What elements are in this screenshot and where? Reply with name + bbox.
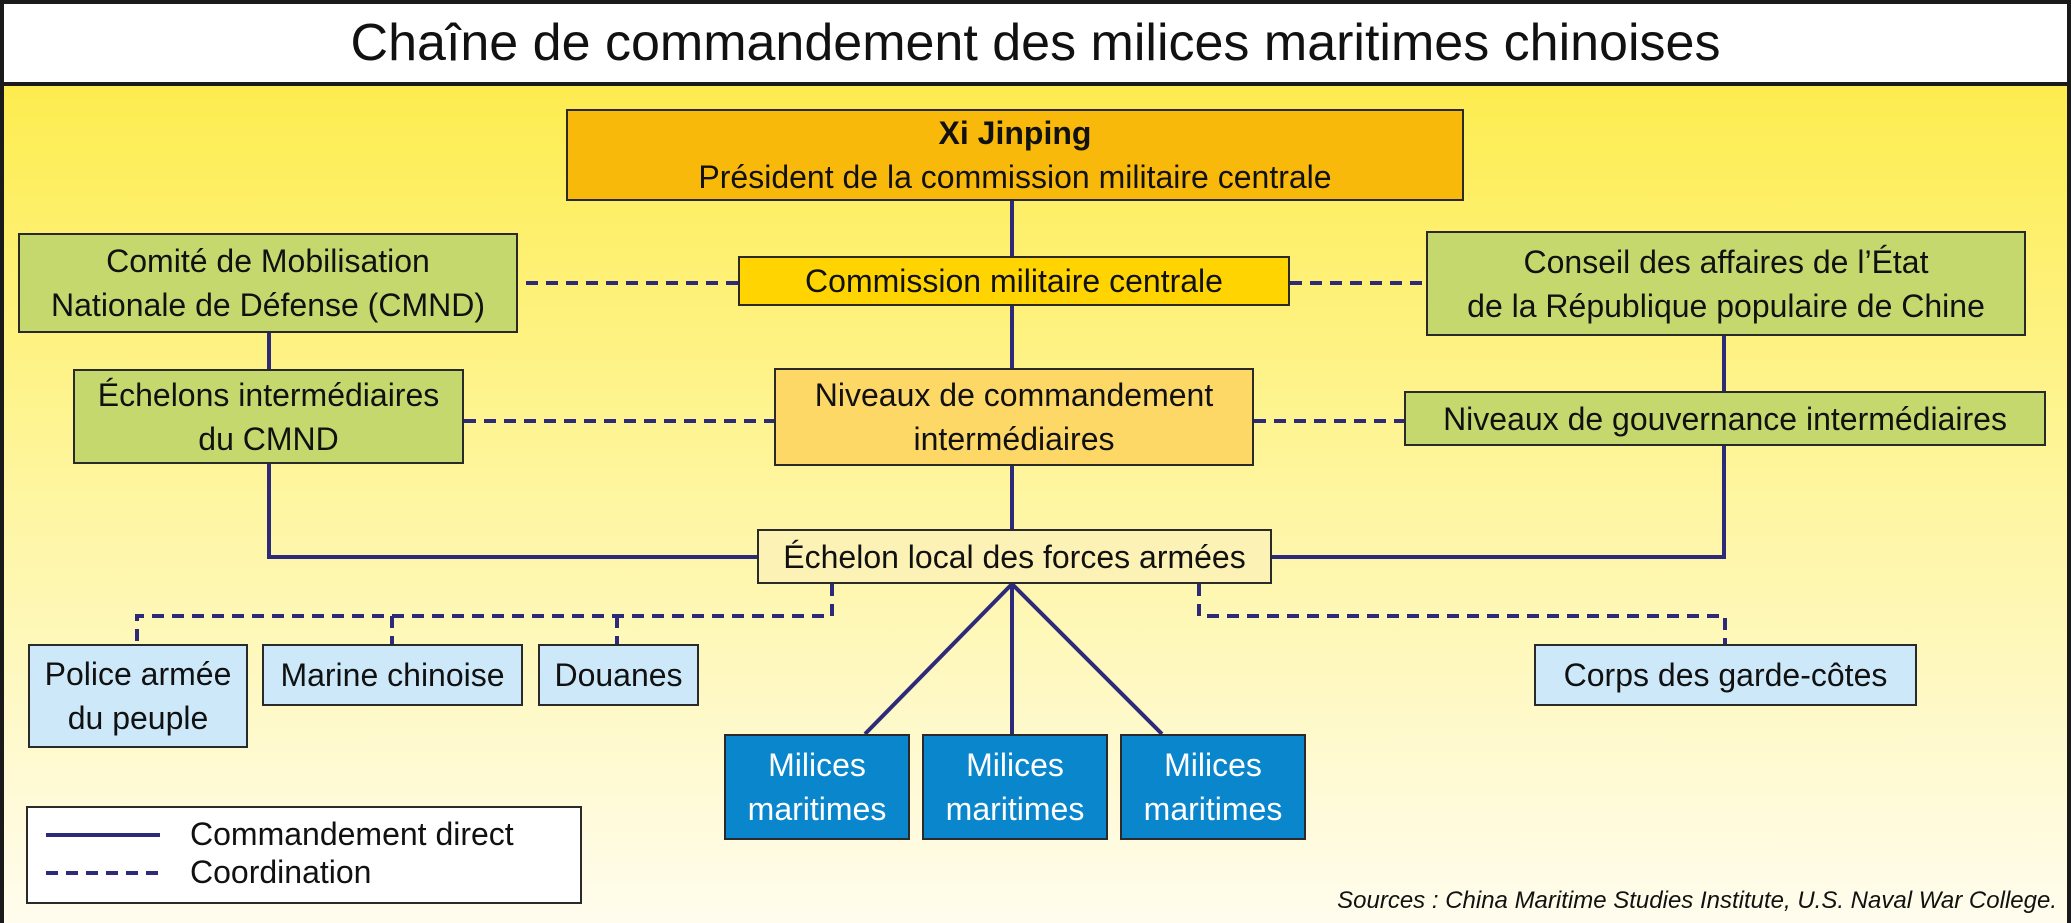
command-levels-line-2: intermédiaires bbox=[913, 421, 1115, 457]
connector-lines bbox=[135, 201, 1727, 736]
cmnd-box: Comité de Mobilisation Nationale de Défe… bbox=[18, 233, 518, 333]
militia-2-line-1: Milices bbox=[966, 747, 1064, 783]
cmc-box: Commission militaire centrale bbox=[738, 256, 1290, 306]
militia-3-line-1: Milices bbox=[1164, 747, 1262, 783]
militia-1-line-2: maritimes bbox=[747, 791, 887, 827]
navy-box: Marine chinoise bbox=[262, 644, 523, 706]
state-council-box: Conseil des affaires de l’État de la Rép… bbox=[1426, 231, 2026, 336]
cmc-label: Commission militaire centrale bbox=[805, 263, 1223, 299]
state-council-line-2: de la République populaire de Chine bbox=[1467, 287, 1985, 324]
link-governance-local bbox=[1272, 446, 1726, 559]
cmnd-line-2: Nationale de Défense (CMND) bbox=[51, 287, 485, 323]
cmnd-intermediate-box: Échelons intermédiaires du CMND bbox=[73, 369, 464, 464]
police-line-2: du peuple bbox=[67, 700, 209, 736]
source-note: Sources : China Maritime Studies Institu… bbox=[1337, 887, 2057, 914]
legend-dashed-line-icon bbox=[46, 870, 160, 875]
command-levels-box: Niveaux de commandement intermédiaires bbox=[774, 368, 1254, 466]
xi-jinping-box: Xi Jinping Président de la commission mi… bbox=[566, 109, 1464, 201]
cmnd-line-1: Comité de Mobilisation bbox=[106, 243, 430, 279]
legend-solid-line-icon bbox=[46, 832, 160, 837]
governance-levels-label: Niveaux de gouvernance intermédiaires bbox=[1443, 400, 2007, 437]
diagram-title: Chaîne de commandement des milices marit… bbox=[350, 14, 1721, 72]
navy-label: Marine chinoise bbox=[280, 657, 505, 693]
legend-direct: Commandement direct bbox=[46, 816, 514, 853]
militia-2-line-2: maritimes bbox=[945, 791, 1085, 827]
local-echelon-label: Échelon local des forces armées bbox=[783, 538, 1246, 575]
militia-1-line-1: Milices bbox=[768, 747, 866, 783]
legend-coordination: Coordination bbox=[46, 854, 371, 891]
legend-coordination-label: Coordination bbox=[190, 854, 372, 890]
customs-label: Douanes bbox=[554, 657, 683, 693]
militia-box-3: Milices maritimes bbox=[1120, 734, 1306, 840]
link-cmnd-intermediate-local bbox=[267, 464, 757, 559]
coast-guard-box: Corps des garde-côtes bbox=[1534, 644, 1917, 706]
legend: Commandement direct Coordination bbox=[26, 806, 582, 904]
xi-role: Président de la commission militaire cen… bbox=[698, 159, 1332, 195]
diagram-canvas: Xi Jinping Président de la commission mi… bbox=[4, 86, 2067, 923]
cmnd-intermediate-line-1: Échelons intermédiaires bbox=[97, 376, 440, 413]
coast-guard-label: Corps des garde-côtes bbox=[1563, 657, 1888, 693]
police-line-1: Police armée bbox=[44, 656, 232, 692]
militia-3-line-2: maritimes bbox=[1143, 791, 1283, 827]
governance-levels-box: Niveaux de gouvernance intermédiaires bbox=[1404, 391, 2046, 446]
militia-box-2: Milices maritimes bbox=[922, 734, 1108, 840]
title-bar: Chaîne de commandement des milices marit… bbox=[4, 4, 2067, 86]
customs-box: Douanes bbox=[538, 644, 699, 706]
xi-name: Xi Jinping bbox=[938, 115, 1092, 151]
legend-direct-label: Commandement direct bbox=[190, 816, 514, 852]
link-local-militia-1 bbox=[863, 582, 1014, 736]
police-box: Police armée du peuple bbox=[28, 644, 248, 748]
command-levels-line-1: Niveaux de commandement bbox=[814, 377, 1214, 413]
local-echelon-box: Échelon local des forces armées bbox=[757, 529, 1272, 584]
state-council-line-1: Conseil des affaires de l’État bbox=[1523, 243, 1929, 280]
coord-local-left bbox=[135, 584, 834, 644]
coord-local-right bbox=[1197, 584, 1727, 644]
cmnd-intermediate-line-2: du CMND bbox=[198, 420, 339, 457]
link-local-militia-3 bbox=[1010, 582, 1164, 736]
militia-box-1: Milices maritimes bbox=[724, 734, 910, 840]
